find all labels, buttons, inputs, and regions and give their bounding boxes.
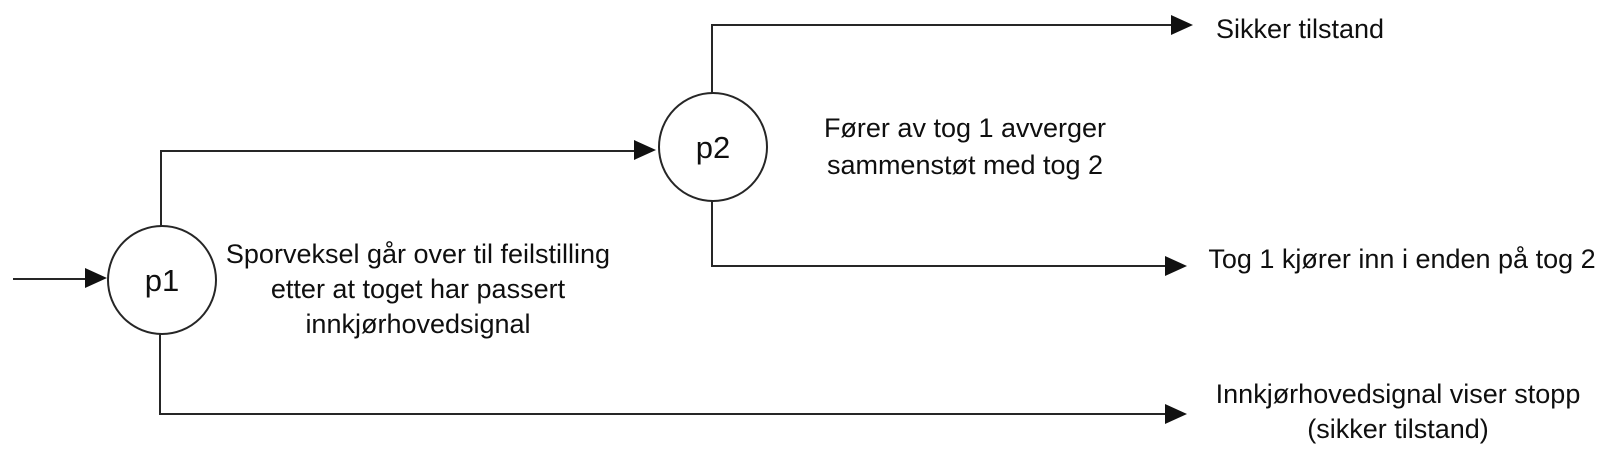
outcome-sikker-tilstand-label: Sikker tilstand [1216,14,1385,44]
arrowhead-into-p2-icon [634,140,656,160]
node-p1-description: Sporveksel går over til feilstilling ett… [225,239,611,339]
p2-up-branch-horizontal-line [711,24,1173,26]
node-p2-label: p2 [695,129,731,165]
outcome-innkjorhovedsignal-label: Innkjørhovedsignal viser stopp (sikker t… [1215,379,1581,444]
node-p2: p2 [658,92,768,202]
node-p1-label: p1 [144,262,180,298]
p2-up-branch-vertical-line [711,24,713,93]
node-p2-description: Fører av tog 1 avverger sammenstøt med t… [823,113,1107,180]
p1-to-p2-horizontal-line [160,150,636,152]
start-connector-line [13,278,88,280]
p2-down-branch-horizontal-line [711,265,1167,267]
arrowhead-tog1-kollisjon-icon [1165,256,1187,276]
outcome-tog1-kollisjon-label: Tog 1 kjører inn i enden på tog 2 [1208,244,1596,274]
p1-down-branch-horizontal-line [159,413,1167,415]
p2-down-branch-vertical-line [711,200,713,267]
node-p1: p1 [107,225,217,335]
arrowhead-sikker-tilstand-icon [1171,15,1193,35]
p1-down-branch-vertical-line [159,333,161,415]
arrowhead-innkjorhovedsignal-icon [1165,404,1187,424]
p1-up-branch-vertical-line [160,150,162,226]
arrowhead-into-p1-icon [85,268,107,288]
